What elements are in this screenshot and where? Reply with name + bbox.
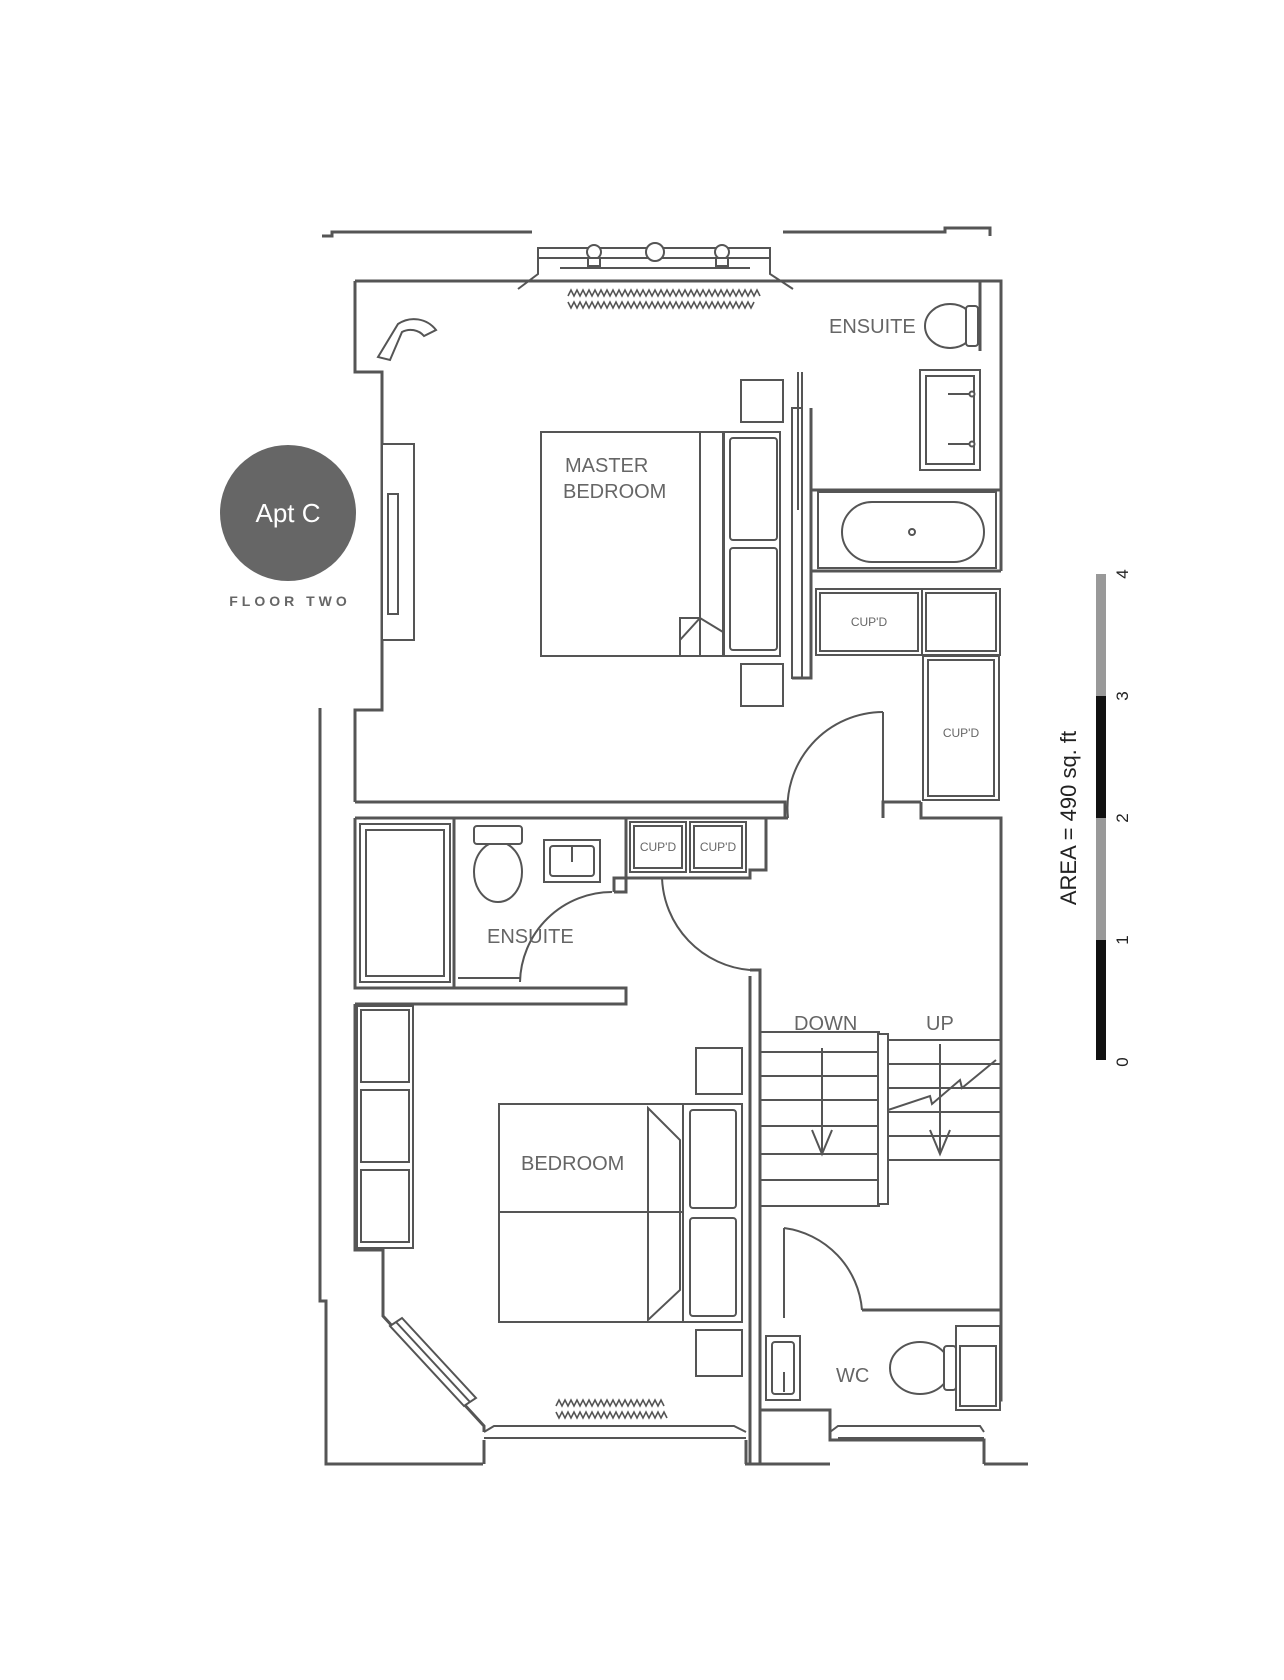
toilet <box>473 825 523 903</box>
finial-right <box>714 244 730 267</box>
double-vanity <box>919 369 981 471</box>
apartment-name: Apt C <box>255 498 320 528</box>
wc-toilet <box>889 1341 957 1395</box>
scale-segment <box>1096 940 1106 1060</box>
cupboard <box>921 588 1001 656</box>
scale-segment <box>1096 574 1106 696</box>
floor-label: FLOOR TWO <box>229 593 351 609</box>
bedroom: BEDROOM <box>353 968 762 1464</box>
cupboard <box>922 655 1000 801</box>
bedside-table <box>695 1329 743 1377</box>
stairs-up-label: UP <box>926 1013 954 1035</box>
armchair <box>376 318 438 362</box>
stairs-down-label: DOWN <box>794 1013 857 1035</box>
cupboards-center: CUP'D CUP'D <box>612 816 785 971</box>
finial-center <box>645 242 665 262</box>
bedroom-label: BEDROOM <box>521 1153 624 1175</box>
top-bay-window <box>517 242 794 290</box>
wc-label: WC <box>836 1365 869 1387</box>
cupboard <box>629 821 687 873</box>
area-label: AREA = 490 sq. ft <box>1056 731 1081 905</box>
scale-tick-4: 4 <box>1113 569 1132 578</box>
scale-tick-3: 3 <box>1113 691 1132 700</box>
badge-circle <box>220 445 356 581</box>
scale-bar: 0 1 2 3 4 AREA = 490 sq. ft <box>1056 569 1132 1066</box>
apartment-badge: Apt C FLOOR TWO <box>220 445 356 609</box>
wardrobe <box>356 1005 414 1249</box>
scale-tick-0: 0 <box>1113 1057 1132 1066</box>
bedside-table <box>740 663 784 707</box>
bedside-table <box>695 1047 743 1095</box>
cupboard <box>689 821 747 873</box>
ensuite-top-label: ENSUITE <box>829 316 916 338</box>
wc: WC <box>760 1227 1001 1464</box>
ensuite-lower-label: ENSUITE <box>487 926 574 948</box>
scale-segment <box>1096 696 1106 818</box>
cupboard-label: CUP'D <box>640 840 677 854</box>
ensuite-lower: ENSUITE <box>353 816 628 1006</box>
staircase: DOWN UP <box>760 1013 1000 1207</box>
radiator-top <box>567 288 761 310</box>
shower <box>359 823 451 983</box>
cupboard-label: CUP'D <box>851 615 888 629</box>
scale-tick-2: 2 <box>1113 813 1132 822</box>
master-bedroom-label: MASTER <box>565 455 648 477</box>
master-bedroom-label-2: BEDROOM <box>563 481 666 503</box>
scale-segment <box>1096 818 1106 940</box>
ensuite-top: ENSUITE <box>811 303 1001 573</box>
toilet <box>924 303 979 349</box>
master-bedroom: MASTER BEDROOM <box>355 318 921 820</box>
cupboard-label: CUP'D <box>700 840 737 854</box>
bedroom-bed <box>498 1103 684 1323</box>
wc-cabinet <box>955 1325 1001 1411</box>
finial-left <box>586 244 602 267</box>
bedside-table <box>740 379 784 423</box>
cupboard-label: CUP'D <box>943 726 980 740</box>
scale-tick-1: 1 <box>1113 935 1132 944</box>
cupboards-right: CUP'D CUP'D <box>815 588 1003 820</box>
master-bed <box>540 431 724 657</box>
